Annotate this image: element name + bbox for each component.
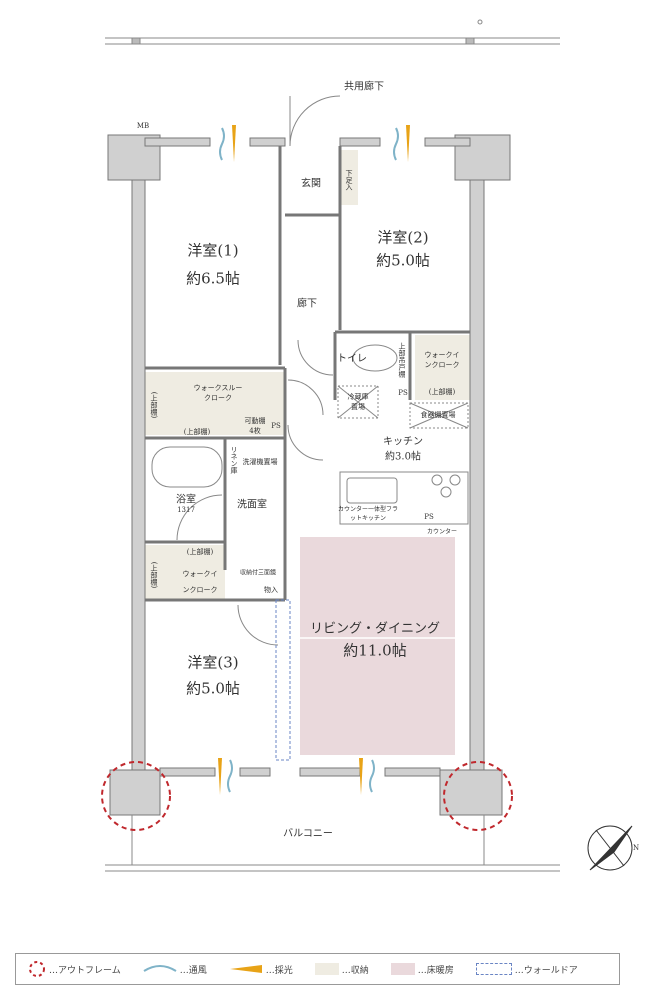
floor-heating-area xyxy=(300,537,455,755)
hallway-label: 廊下 xyxy=(297,298,317,310)
legend-item-daylight: …採光 xyxy=(229,963,293,976)
ps-label: PS xyxy=(424,513,434,521)
toilet-label: トイレ xyxy=(337,353,367,365)
cupboard-space-label: 食器棚置場 xyxy=(420,411,456,419)
floor-heating-swatch xyxy=(390,963,415,975)
exterior-walls xyxy=(107,134,511,816)
upper-shelf-label: (上部棚) xyxy=(183,428,211,436)
western3-size: 約5.0帖 xyxy=(186,679,240,698)
bath-name: 浴室 xyxy=(176,494,196,506)
counter-label: カウンター xyxy=(426,528,458,536)
ps-label: PS xyxy=(398,389,408,397)
storage-swatch xyxy=(314,963,339,975)
legend-item-outframe: …アウトフレーム xyxy=(28,960,121,978)
vanity-label: 収納付三面鏡 xyxy=(239,569,277,577)
western2-size: 約5.0帖 xyxy=(376,251,430,270)
corridor-rail xyxy=(105,19,560,45)
interior-walls xyxy=(145,146,470,602)
kitchen-size: 約3.0帖 xyxy=(385,451,421,463)
upper-shelf-label: (上部棚) xyxy=(150,561,158,589)
fixtures xyxy=(151,95,469,646)
counter-kitchen-label: カウンター一体型フラットキッチン xyxy=(338,506,399,522)
western1-name: 洋室(1) xyxy=(187,241,239,260)
shoe-storage-label: 下足入 xyxy=(345,169,353,191)
ps-label: PS xyxy=(271,422,281,430)
storage-areas xyxy=(145,150,470,600)
daylight-wedge-icon xyxy=(218,125,410,795)
legend-item-storage: …収納 xyxy=(314,963,369,976)
toilet-shelf-label: 上部吊戸棚 xyxy=(398,342,406,378)
compass-north-label: N xyxy=(632,844,640,852)
fridge-space-label: 冷蔵庫置場 xyxy=(347,393,369,411)
movable-shelf-label: 可動棚4枚 xyxy=(244,417,266,435)
legend: …アウトフレーム …通風 …採光 …収納 …床暖房 …ウォールドア xyxy=(15,953,620,985)
compass-icon xyxy=(587,825,633,871)
ventilation-wave-icon xyxy=(219,127,399,793)
upper-shelf-label: (上部棚) xyxy=(186,548,214,556)
mb-label: MB xyxy=(136,122,150,130)
outframe-circle-icon xyxy=(443,761,513,831)
legend-item-wall-door: …ウォールドア xyxy=(475,963,578,976)
upper-shelf-label: (上部棚) xyxy=(150,391,158,419)
bath-size: 1317 xyxy=(177,506,195,514)
balcony-label: バルコニー xyxy=(283,828,333,840)
balcony-rail xyxy=(105,815,560,872)
common-corridor-label: 共用廊下 xyxy=(344,81,384,93)
ventilation-wave-icon xyxy=(143,965,177,972)
daylight-wedge-icon xyxy=(229,965,262,973)
western1-size: 約6.5帖 xyxy=(186,269,240,288)
kitchen-name: キッチン xyxy=(383,436,423,448)
upper-shelf-label: (上部棚) xyxy=(428,388,456,396)
ld-size: 約11.0帖 xyxy=(343,641,407,660)
legend-item-floor-heating: …床暖房 xyxy=(390,963,454,976)
ld-name: リビング・ダイニング xyxy=(309,621,441,637)
wic-upper-label: ウォークインクローク xyxy=(424,351,460,369)
wall-door-dashed-icon xyxy=(475,963,512,975)
storage-label[interactable]: 物入 xyxy=(264,586,278,594)
western3-name: 洋室(3) xyxy=(187,653,239,672)
washer-space-label: 洗濯機置場 xyxy=(242,458,278,466)
western2-name: 洋室(2) xyxy=(377,228,429,247)
legend-item-ventilation: …通風 xyxy=(143,963,207,976)
entrance-label: 玄関 xyxy=(301,178,321,190)
walkthrough-closet-label: ウォークスルークローク xyxy=(193,384,243,402)
washroom-label: 洗面室 xyxy=(237,499,267,511)
wall-door[interactable] xyxy=(275,599,291,761)
linen-label: リネン庫 xyxy=(230,446,238,474)
wic-lower-label: ウォークインクローク xyxy=(182,570,218,594)
outframe-circle-icon xyxy=(29,961,45,977)
outframe-circle-icon xyxy=(101,761,171,831)
